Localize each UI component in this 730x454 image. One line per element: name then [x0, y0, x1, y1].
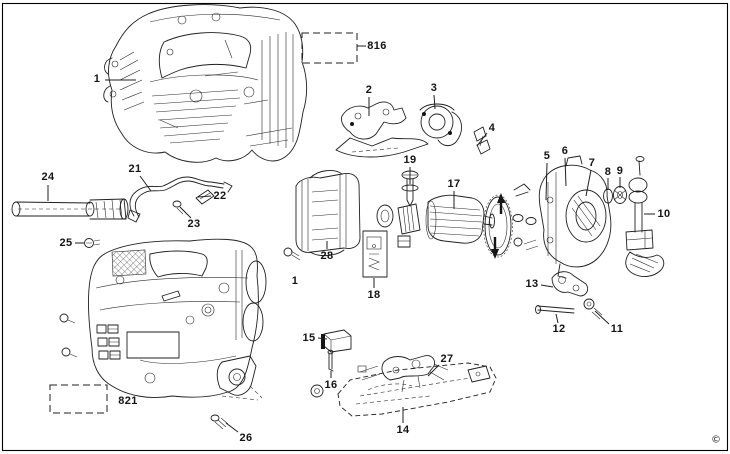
shoe-assembly-drawing: [310, 329, 497, 417]
part-callout-12: 12: [552, 323, 566, 335]
part-callout-13: 13: [525, 278, 539, 290]
part-callout-14: 14: [396, 424, 410, 436]
part-callout-21: 21: [128, 163, 142, 175]
part-callout-1: 1: [93, 73, 101, 85]
cord-and-rod-parts-drawing: [11, 176, 233, 248]
leader-line-4: [476, 132, 488, 147]
part-callout-5: 5: [543, 150, 551, 162]
part-callout-4: 4: [488, 122, 496, 134]
part-callout-16: 16: [324, 379, 338, 391]
part-callout-9: 9: [616, 165, 624, 177]
leader-line-6: [564, 157, 567, 187]
leader-line-22: [197, 195, 212, 198]
part-callout-2: 2: [365, 84, 373, 96]
part-callout-10: 10: [657, 208, 671, 220]
lower-housing-drawing: [59, 238, 267, 430]
label-box-821: [49, 384, 108, 414]
gearbox-and-plunger-drawing: [535, 155, 665, 320]
part-callout-3: 3: [430, 82, 438, 94]
part-callout-1: 1: [291, 275, 299, 287]
leader-line-11: [594, 310, 610, 325]
leader-line-21: [139, 175, 152, 192]
part-callout-25: 25: [59, 237, 73, 249]
part-callout-6: 6: [561, 145, 569, 157]
leader-line-23: [179, 206, 192, 219]
label-box-816: [301, 32, 358, 64]
part-callout-15: 15: [302, 332, 316, 344]
part-callout-8: 8: [604, 166, 612, 178]
lever-bracket-drawing: [335, 101, 491, 207]
leader-line-5: [545, 162, 548, 201]
motor-housing-drawing: [103, 4, 308, 163]
part-callout-28: 28: [320, 250, 334, 262]
copyright-mark: ©: [711, 434, 721, 446]
leader-line-12: [555, 313, 559, 324]
leader-line-27: [427, 364, 440, 377]
part-callout-7: 7: [588, 157, 596, 169]
leader-line-15: [317, 337, 328, 340]
part-callout-11: 11: [610, 323, 624, 335]
part-callout-821: 821: [118, 395, 138, 407]
leader-line-26: [225, 422, 239, 433]
part-callout-26: 26: [239, 432, 253, 444]
part-callout-19: 19: [403, 154, 417, 166]
part-callout-27: 27: [440, 353, 454, 365]
leader-line-3: [433, 94, 436, 110]
part-callout-24: 24: [41, 171, 55, 183]
leader-line-7: [585, 169, 592, 197]
part-callout-22: 22: [213, 190, 227, 202]
motor-internals-drawing: [283, 170, 539, 278]
leader-line-13: [540, 284, 554, 288]
part-callout-816: 816: [367, 40, 387, 52]
part-callout-18: 18: [367, 289, 381, 301]
part-callout-23: 23: [187, 218, 201, 230]
part-callout-17: 17: [447, 178, 461, 190]
